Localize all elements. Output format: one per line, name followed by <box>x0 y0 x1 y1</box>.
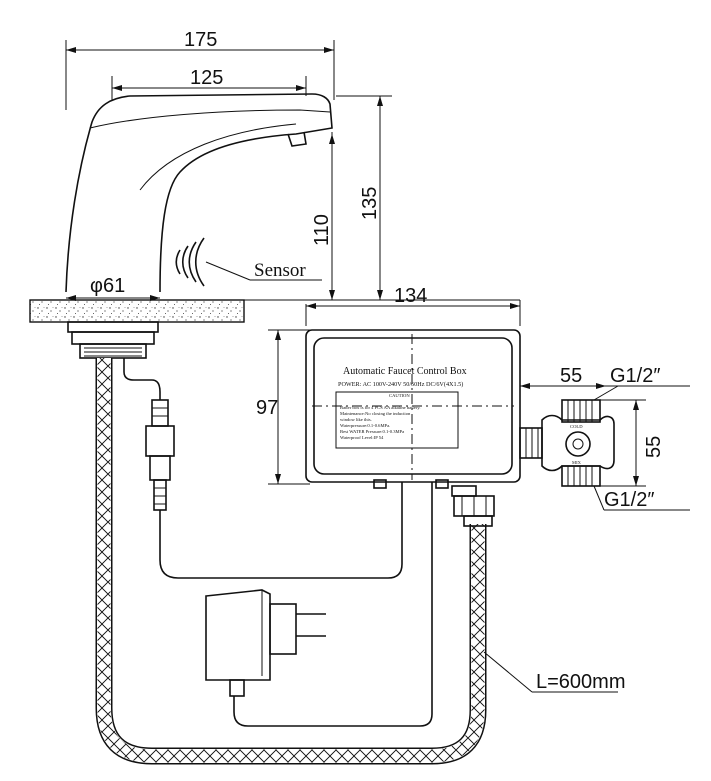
dimension-97-text: 97 <box>256 397 278 419</box>
faucet-body <box>65 93 333 293</box>
dimension-134-text: 134 <box>394 285 427 307</box>
dimension-110-text: 110 <box>311 214 333 246</box>
thread-bottom-callout: G1/2″ <box>593 485 690 511</box>
caution-header: CAUTION <box>389 393 410 398</box>
hose-fitting <box>451 485 495 527</box>
dimension-diameter-61: φ61 <box>66 275 160 301</box>
cable-connector <box>145 399 175 511</box>
valve-bottom-marking: MIX <box>572 460 582 465</box>
dimension-175: 175 <box>65 29 335 110</box>
caution-line-4: Waterpressure:0.1-0.6MPa. <box>340 423 390 428</box>
hose-length-callout: L=600mm <box>483 651 626 693</box>
dimension-135: 135 <box>336 95 392 300</box>
dimension-134: 134 <box>305 285 521 326</box>
dimension-55-vertical-text: 55 <box>643 436 665 458</box>
countertop-slab <box>29 299 245 323</box>
sensor-label: Sensor <box>254 260 306 281</box>
thread-top-callout: G1/2″ <box>593 365 690 401</box>
dimension-175-text: 175 <box>184 29 217 51</box>
dimension-55-horizontal-text: 55 <box>560 365 582 387</box>
power-adapter-icon <box>205 482 433 727</box>
caution-panel <box>335 391 459 449</box>
caution-line-6: Waterproof Level:IP 54 <box>340 435 384 440</box>
dimension-55-vertical: 55 <box>600 399 665 487</box>
dimension-125-text: 125 <box>190 67 223 89</box>
caution-line-1: Batter box is for 4 PCS AA alkaline batt… <box>340 405 420 410</box>
dimension-110: 110 <box>311 132 335 300</box>
sensor-waves-icon <box>175 237 205 287</box>
dimension-135-text: 135 <box>359 187 381 220</box>
solenoid-valve <box>519 399 615 487</box>
dimension-125: 125 <box>111 67 307 100</box>
hose-length-label: L=600mm <box>536 671 626 693</box>
dimension-diameter-61-text: φ61 <box>90 275 125 297</box>
caution-line-3: window like this. <box>340 417 372 422</box>
control-box-power: POWER: AC 100V-240V 50/60Hz DC/6V(4X1.5) <box>338 381 463 388</box>
caution-line-2: Maintenance:No closing the induction <box>340 411 411 416</box>
thread-bottom-label: G1/2″ <box>604 489 654 511</box>
caution-line-5: Best WATER Pressure:0.1-0.3MPa <box>340 429 404 434</box>
connector-cable <box>159 482 403 579</box>
sensor-leader-line <box>205 261 251 281</box>
valve-top-marking: COLD <box>570 424 583 429</box>
sensor-cable <box>123 358 161 400</box>
thread-top-label: G1/2″ <box>610 365 660 387</box>
control-box <box>305 329 521 489</box>
dimension-97: 97 <box>256 329 310 485</box>
dimension-55-horizontal: 55 <box>519 365 606 396</box>
mounting-nut <box>67 321 159 359</box>
control-box-title: Automatic Faucet Control Box <box>343 366 467 377</box>
